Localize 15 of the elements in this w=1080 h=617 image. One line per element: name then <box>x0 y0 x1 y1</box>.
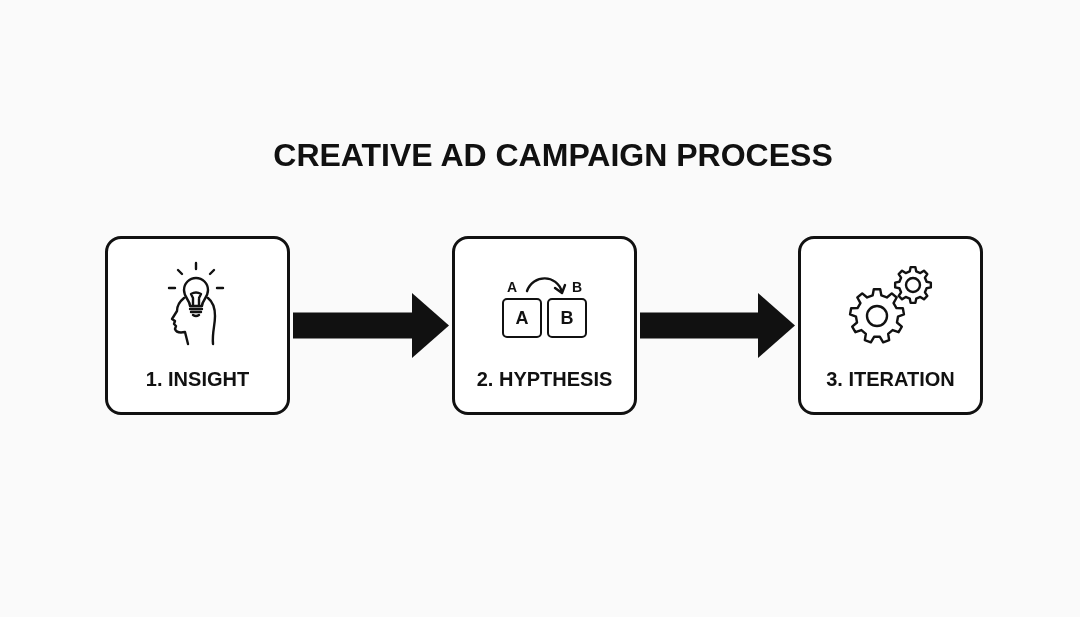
step-label: 1. INSIGHT <box>145 367 250 391</box>
step-label: 3. ITERATION <box>826 367 955 391</box>
tile-letter: A <box>515 308 529 328</box>
process-box <box>105 236 290 415</box>
tile-letter: B <box>560 308 574 328</box>
variant-letter: A <box>506 279 518 295</box>
block-arrow <box>640 293 795 358</box>
diagram-title: CREATIVE AD CAMPAIGN PROCESS <box>273 136 833 174</box>
variant-letter: B <box>571 279 583 295</box>
process-box <box>452 236 637 415</box>
step-label: 2. HYPTHESIS <box>476 367 613 391</box>
block-arrow <box>293 293 449 358</box>
process-box <box>798 236 983 415</box>
letter-tile <box>502 298 542 338</box>
letter-tile <box>547 298 587 338</box>
